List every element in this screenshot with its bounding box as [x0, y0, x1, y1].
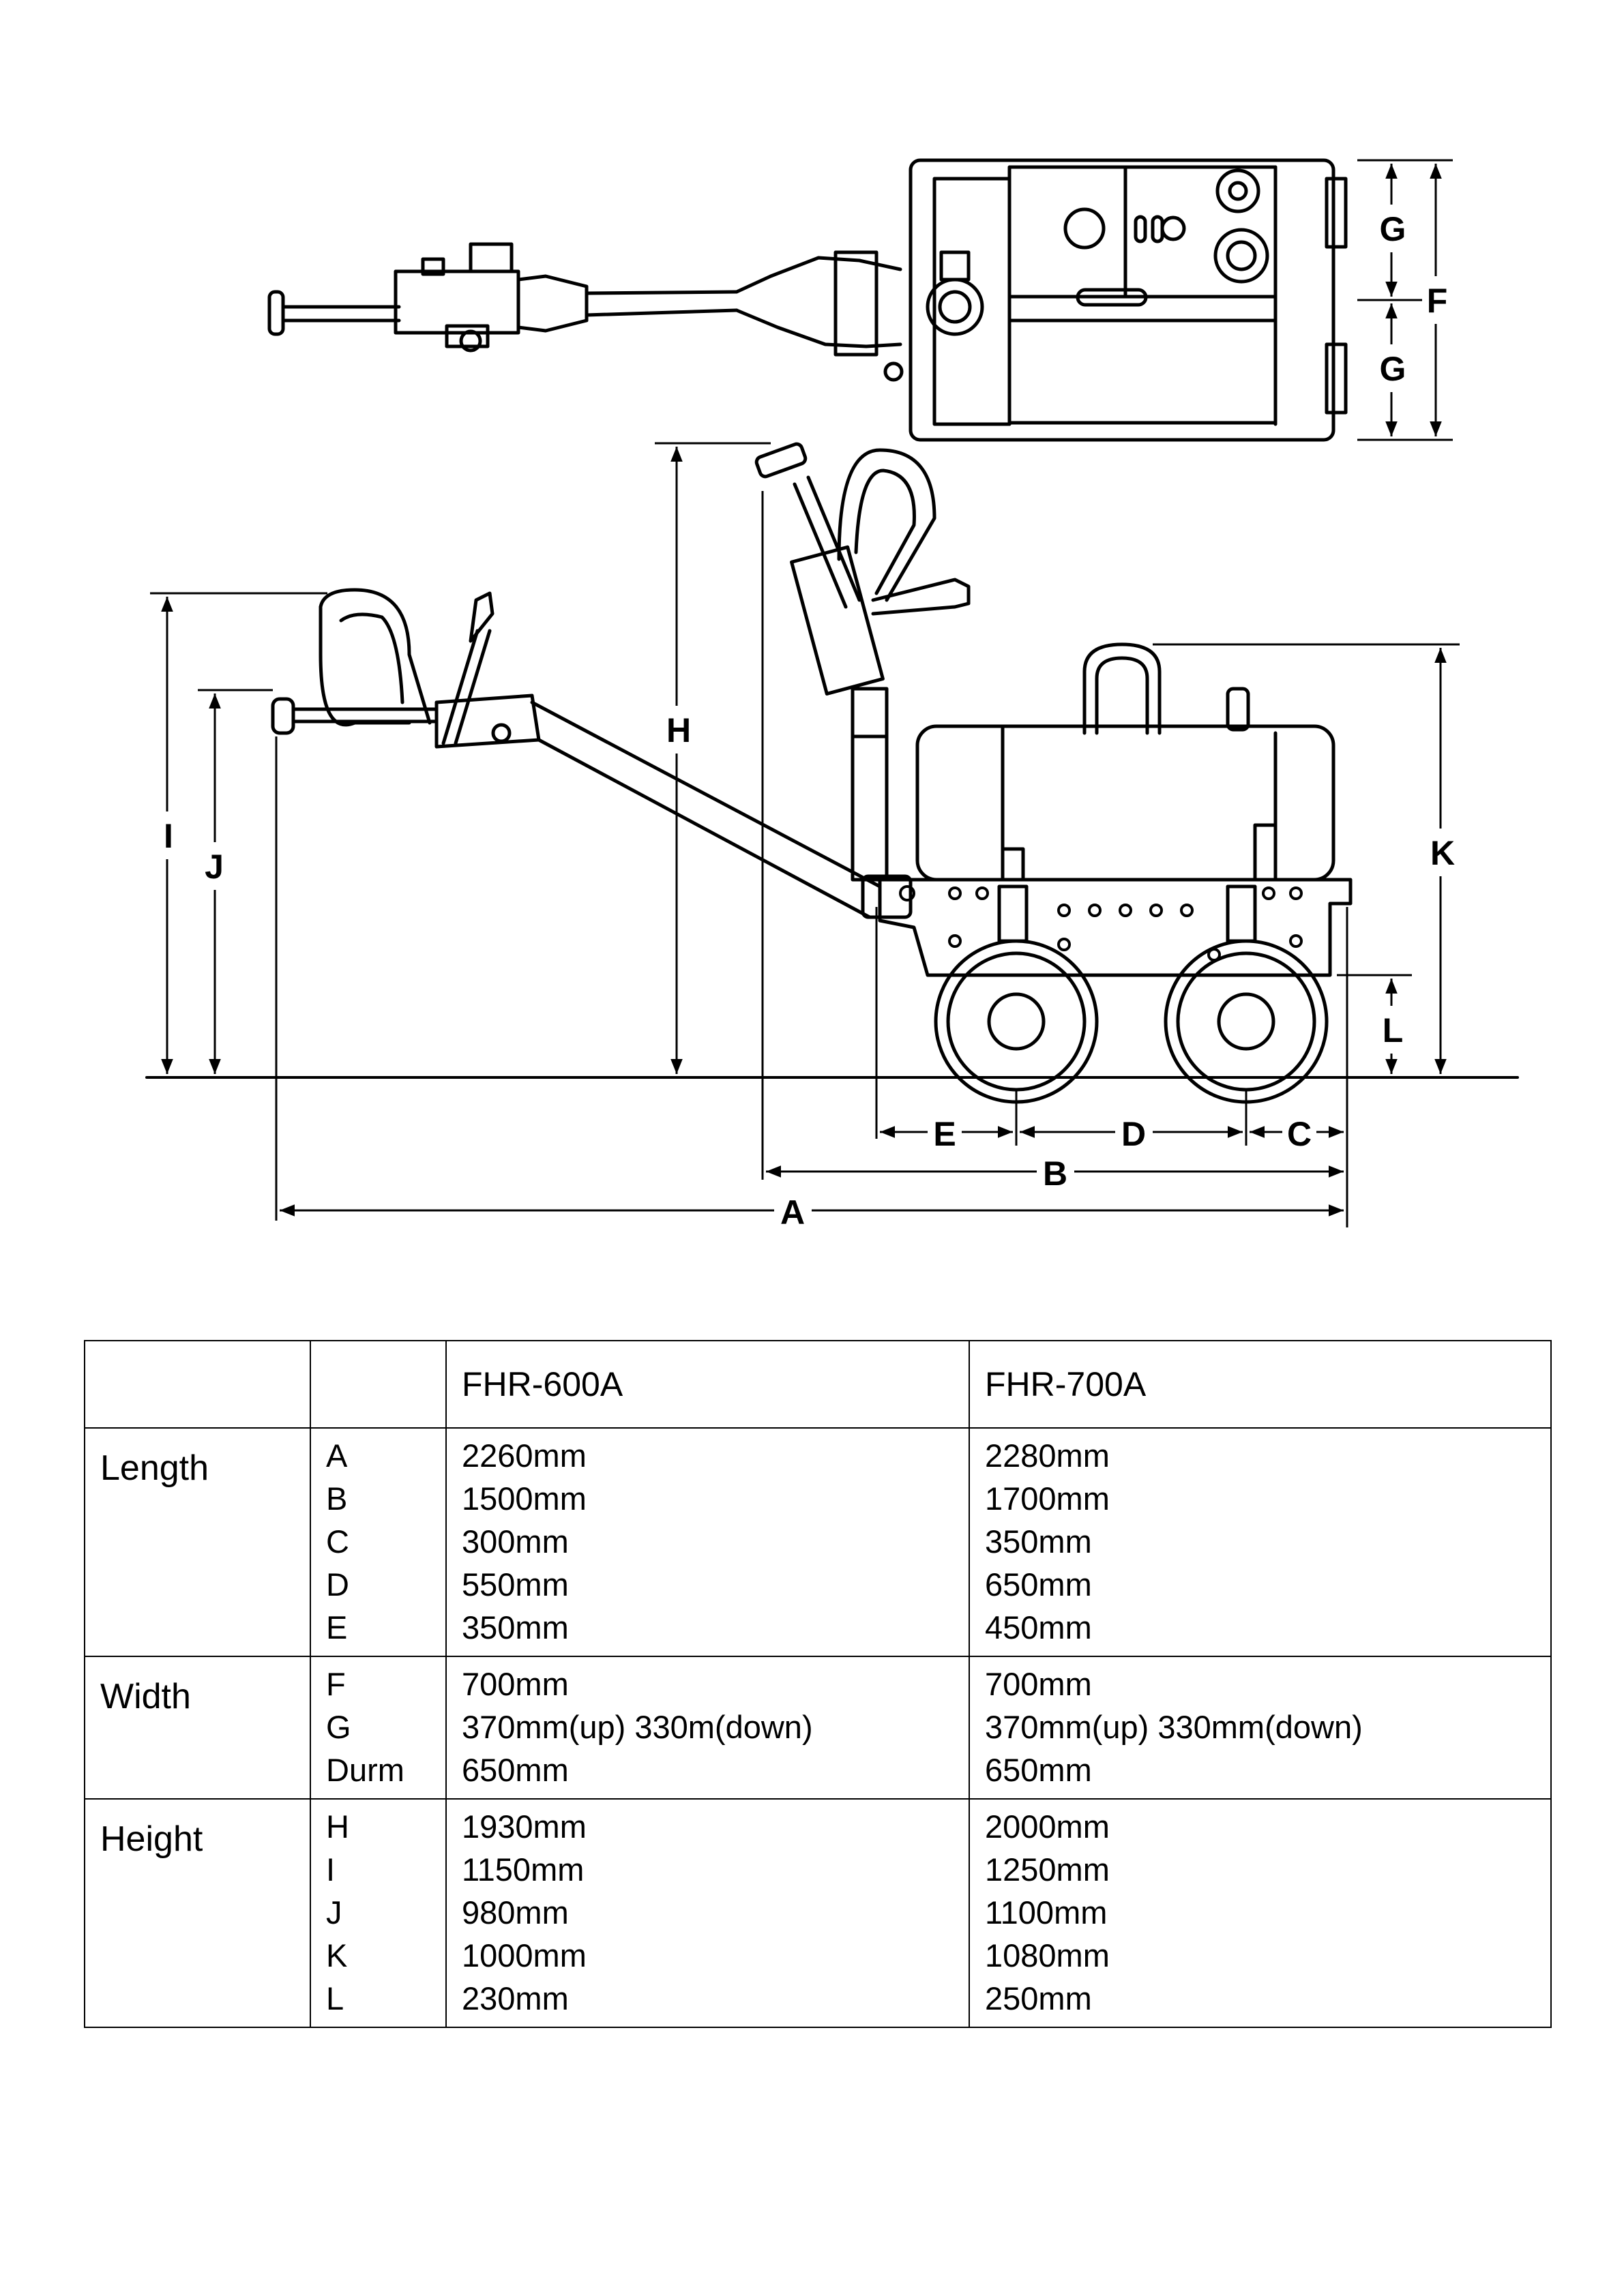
dim-label-k: K: [1430, 834, 1455, 872]
dimension-letters: A B C D E F G G H I J K L: [164, 210, 1455, 1232]
value: 980mm: [462, 1894, 569, 1930]
key: I: [326, 1851, 336, 1888]
value: 370mm(up) 330mm(down): [985, 1709, 1363, 1745]
value: 350mm: [462, 1609, 569, 1645]
value: 1150mm: [462, 1851, 585, 1888]
header-cell-group: [84, 1340, 311, 1429]
dimension-spec-table: FHR-600A FHR-700A Length A B C D E 2260m…: [84, 1340, 1552, 2028]
value: 230mm: [462, 1980, 569, 2016]
key: J: [326, 1894, 342, 1930]
key: E: [326, 1609, 348, 1645]
dim-label-b: B: [1043, 1154, 1067, 1193]
value: 1930mm: [462, 1808, 587, 1845]
key: D: [326, 1566, 349, 1602]
value: 2000mm: [985, 1808, 1110, 1845]
key: G: [326, 1709, 351, 1745]
key: Durm: [326, 1752, 404, 1788]
dim-label-f: F: [1427, 282, 1448, 320]
dim-label-l: L: [1383, 1011, 1404, 1049]
value: 1000mm: [462, 1937, 587, 1973]
keys-height: H I J K L: [310, 1798, 447, 2028]
key: K: [326, 1937, 348, 1973]
values-height-fhr600a: 1930mm 1150mm 980mm 1000mm 230mm: [445, 1798, 970, 2028]
key: B: [326, 1480, 348, 1517]
dim-label-g-top: G: [1380, 210, 1406, 248]
value: 370mm(up) 330m(down): [462, 1709, 813, 1745]
group-label-length: Length: [84, 1427, 311, 1657]
value: 550mm: [462, 1566, 569, 1602]
key: H: [326, 1808, 349, 1845]
dim-label-h: H: [666, 711, 691, 749]
group-label-height: Height: [84, 1798, 311, 2028]
table-header-row: FHR-600A FHR-700A: [84, 1340, 1552, 1429]
value: 350mm: [985, 1523, 1092, 1560]
value: 650mm: [985, 1566, 1092, 1602]
key: C: [326, 1523, 349, 1560]
value: 1500mm: [462, 1480, 587, 1517]
value: 1250mm: [985, 1851, 1110, 1888]
dim-label-a: A: [780, 1193, 805, 1232]
header-cell-fhr700a: FHR-700A: [969, 1340, 1552, 1429]
value: 1100mm: [985, 1894, 1108, 1930]
side-view: [145, 442, 1519, 1104]
table-row-width: Width F G Durm 700mm 370mm(up) 330m(down…: [84, 1656, 1552, 1800]
key: F: [326, 1666, 346, 1702]
value: 450mm: [985, 1609, 1092, 1645]
dim-label-i: I: [164, 817, 173, 855]
dim-label-j: J: [205, 848, 224, 886]
value: 700mm: [462, 1666, 569, 1702]
value: 250mm: [985, 1980, 1092, 2016]
value: 1080mm: [985, 1937, 1110, 1973]
values-height-fhr700a: 2000mm 1250mm 1100mm 1080mm 250mm: [969, 1798, 1552, 2028]
keys-length: A B C D E: [310, 1427, 447, 1657]
table-row-height: Height H I J K L 1930mm 1150mm 980mm 100…: [84, 1798, 1552, 2028]
value: 2280mm: [985, 1437, 1110, 1474]
value: 1700mm: [985, 1480, 1110, 1517]
values-width-fhr600a: 700mm 370mm(up) 330m(down) 650mm: [445, 1656, 970, 1800]
values-length-fhr600a: 2260mm 1500mm 300mm 550mm 350mm: [445, 1427, 970, 1657]
roller-dimension-drawing: A B C D E F G G H I J K L: [145, 158, 1519, 1232]
top-view: [267, 158, 1348, 442]
header-cell-key: [310, 1340, 447, 1429]
value: 700mm: [985, 1666, 1092, 1702]
group-label-width: Width: [84, 1656, 311, 1800]
table-row-length: Length A B C D E 2260mm 1500mm 300mm 550…: [84, 1427, 1552, 1657]
values-length-fhr700a: 2280mm 1700mm 350mm 650mm 450mm: [969, 1427, 1552, 1657]
value: 650mm: [462, 1752, 569, 1788]
key: L: [326, 1980, 344, 2016]
key: A: [326, 1437, 348, 1474]
values-width-fhr700a: 700mm 370mm(up) 330mm(down) 650mm: [969, 1656, 1552, 1800]
header-cell-fhr600a: FHR-600A: [445, 1340, 970, 1429]
value: 650mm: [985, 1752, 1092, 1788]
dimension-letter-patches: [153, 205, 1460, 1231]
dim-label-d: D: [1121, 1115, 1146, 1153]
dim-label-e: E: [933, 1115, 956, 1153]
value: 300mm: [462, 1523, 569, 1560]
dim-label-c: C: [1287, 1115, 1312, 1153]
keys-width: F G Durm: [310, 1656, 447, 1800]
value: 2260mm: [462, 1437, 587, 1474]
dim-label-g-bottom: G: [1380, 350, 1406, 388]
